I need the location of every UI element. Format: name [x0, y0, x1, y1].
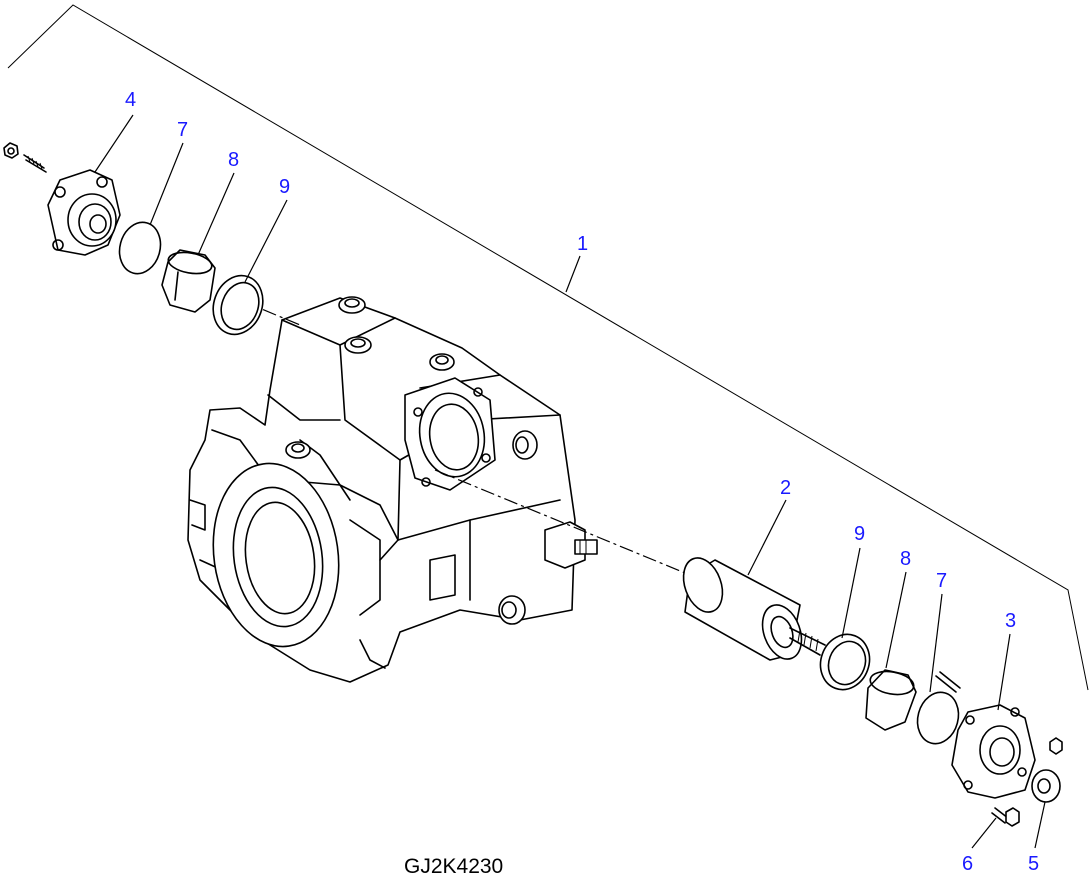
callout-7-lower: 7	[936, 570, 947, 592]
shim-7-lower	[916, 691, 960, 745]
center-axis-line	[434, 469, 691, 576]
leader-lines	[94, 114, 1046, 849]
shim-7-upper	[118, 221, 162, 275]
assembly-bracket-line	[7, 4, 1089, 691]
callout-2: 2	[780, 477, 791, 499]
lower-stud	[935, 671, 961, 693]
upper-bolt	[3, 142, 47, 173]
housing-body	[187, 296, 598, 683]
callout-6: 6	[962, 853, 973, 875]
ring-9-lower	[819, 633, 871, 691]
callout-3: 3	[1005, 610, 1016, 632]
cover-4	[47, 169, 121, 256]
bolt-6	[991, 807, 1020, 827]
cover-3	[951, 704, 1036, 799]
callout-7-upper: 7	[177, 119, 188, 141]
spool-2	[682, 557, 826, 661]
callout-8-lower: 8	[900, 548, 911, 570]
plug-5	[1031, 769, 1061, 803]
callout-8-upper: 8	[228, 149, 239, 171]
drawing-id: GJ2K4230	[404, 855, 503, 878]
nut-small	[1049, 737, 1063, 755]
callout-9-lower: 9	[854, 523, 865, 545]
callout-1: 1	[577, 233, 588, 255]
callout-4: 4	[125, 89, 136, 111]
callout-5: 5	[1028, 853, 1039, 875]
callout-9-upper: 9	[279, 176, 290, 198]
ring-9-upper	[212, 274, 264, 336]
bushing-8-upper	[161, 249, 216, 313]
bushing-8-lower	[865, 669, 917, 731]
